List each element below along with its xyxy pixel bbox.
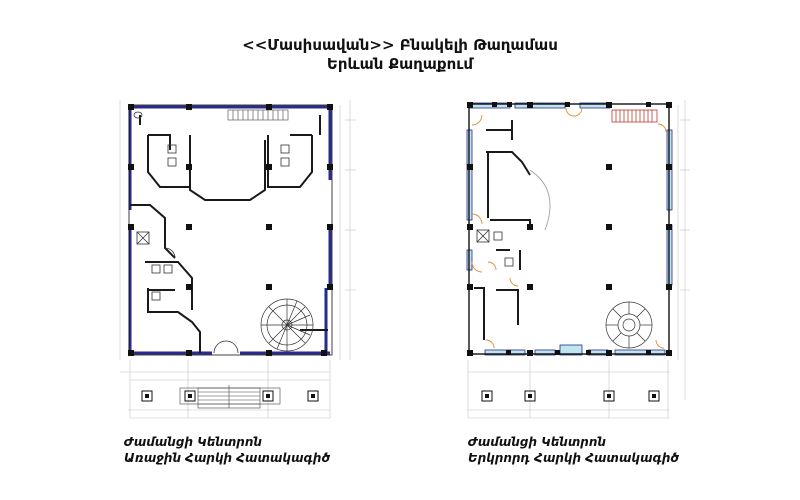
- first-floor-portico: [141, 385, 319, 409]
- first-floor-entrance-doors: [164, 247, 239, 354]
- second-floor-straight-stair: [611, 109, 658, 123]
- second-floor-dimension-lines: [467, 100, 690, 419]
- second-floor-caption: Ժամանցի Կենտրոն Երկրորդ Հարկի Հատակագիծ: [468, 434, 679, 466]
- second-floor-gallery-curve: [529, 169, 551, 231]
- second-floor-plan: [466, 100, 690, 419]
- second-floor-caption-line-1: Ժամանցի Կենտրոն: [468, 435, 606, 449]
- first-floor-plan: [119, 100, 356, 419]
- first-floor-exterior-walls: [128, 105, 332, 355]
- second-floor-door-swings: [471, 107, 667, 349]
- second-floor-interior-walls: [474, 120, 531, 340]
- first-floor-wall-outline: [128, 104, 333, 356]
- first-floor-straight-stair: [227, 109, 289, 121]
- second-floor-glazing: [466, 102, 673, 356]
- first-floor-interior-walls: [130, 115, 328, 353]
- first-floor-caption: Ժամանցի Կենտրոն Առաջին Հարկի Հատակագիծ: [124, 434, 330, 466]
- first-floor-caption-line-1: Ժամանցի Կենտրոն: [124, 435, 262, 449]
- drawing-title: <<Մասիսավան>> Բնակելի Թաղամաս Երևան Քաղա…: [0, 36, 800, 74]
- first-floor-columns: [128, 104, 333, 356]
- second-floor-spiral-stair: [605, 301, 653, 349]
- title-line-2: Երևան Քաղաքում: [326, 55, 474, 73]
- second-floor-lift-and-fixtures: [476, 229, 514, 267]
- first-floor-dimension-lines: [119, 100, 356, 419]
- first-floor-caption-line-2: Առաջին Հարկի Հատակագիծ: [124, 451, 330, 465]
- second-floor-outdoor-columns: [481, 390, 660, 402]
- title-line-1: <<Մասիսավան>> Բնակելի Թաղամաս: [242, 36, 558, 54]
- second-floor-exterior-walls: [468, 103, 670, 355]
- first-floor-toilet-fixtures: [133, 111, 290, 301]
- first-floor-spiral-stair: [260, 298, 314, 352]
- second-floor-caption-line-2: Երկրորդ Հարկի Հատակագիծ: [468, 451, 679, 465]
- second-floor-columns: [467, 102, 672, 356]
